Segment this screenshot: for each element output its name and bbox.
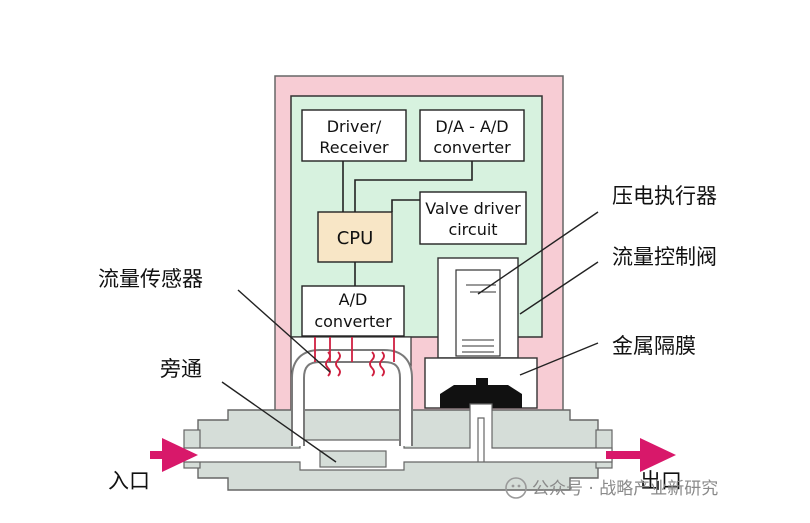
label-piezo-actuator: 压电执行器 (612, 184, 717, 208)
sensor-housing (290, 336, 412, 411)
valve-plunger (476, 378, 488, 396)
inlet-arrow (150, 438, 198, 472)
label-bypass: 旁通 (160, 357, 202, 381)
watermark-text: 公众号 · 战略产业新研究 (532, 479, 718, 499)
leader-lines (221, 211, 599, 463)
valve-driver-line1: Valve driver (425, 199, 521, 218)
metal-diaphragm (440, 385, 522, 408)
circuit-wiring (342, 161, 473, 286)
valve-driver-line2: circuit (448, 220, 497, 239)
ad-converter-block (301, 285, 405, 337)
watermark: 公众号 · 战略产业新研究 (505, 477, 718, 499)
da-ad-converter-line1: D/A - A/D (435, 117, 508, 136)
driver-receiver-line1: Driver/ (327, 117, 382, 136)
outlet-arrow (606, 438, 676, 472)
driver-receiver-line2: Receiver (319, 138, 389, 157)
ad-converter-line1: A/D (339, 290, 368, 309)
label-flow-sensor: 流量传感器 (98, 267, 203, 291)
label-flow-control-valve: 流量控制阀 (612, 245, 717, 269)
label-inlet: 入口 (108, 469, 150, 493)
da-ad-converter-line2: converter (433, 138, 511, 157)
driver-receiver-block (301, 109, 407, 162)
bypass-element (319, 450, 387, 468)
da-ad-converter-block (419, 109, 525, 162)
cpu-label: CPU (337, 228, 374, 249)
ad-converter-line2: converter (314, 312, 392, 331)
piezo-stack-lines (462, 284, 496, 353)
wechat-icon (505, 477, 527, 499)
valve-driver-block (419, 191, 527, 245)
label-outlet: 出口 (640, 469, 682, 493)
label-metal-diaphragm: 金属隔膜 (612, 334, 696, 358)
